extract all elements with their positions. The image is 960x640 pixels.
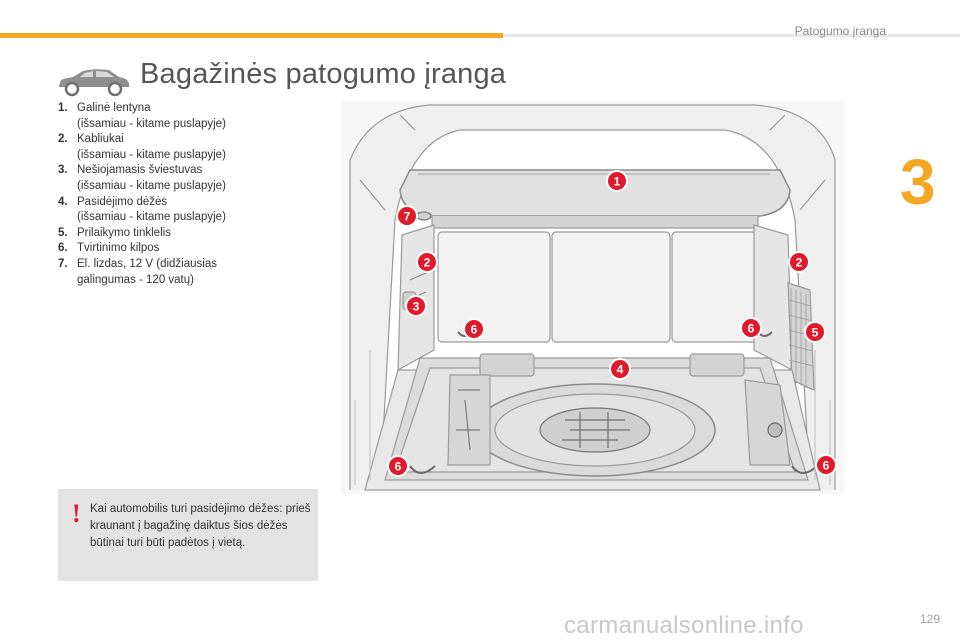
list-item: 2.Kabliukai (išsamiau - kitame puslapyje… (58, 132, 328, 163)
item-number: 4. (58, 195, 77, 226)
warning-text: Kai automobilis turi pasidėjimo dėžes: p… (90, 501, 312, 552)
car-icon (55, 66, 131, 98)
item-description: Nešiojamasis šviestuvas (išsamiau - kita… (77, 163, 226, 194)
callout-6: 6 (741, 318, 761, 338)
callout-label: 2 (796, 256, 803, 270)
header-accent-bar (0, 33, 503, 38)
page-title: Bagažinės patogumo įranga (140, 58, 506, 91)
page-number: 129 (920, 612, 940, 626)
list-item: 3.Nešiojamasis šviestuvas (išsamiau - ki… (58, 163, 328, 194)
item-description: Kabliukai (išsamiau - kitame puslapyje) (77, 132, 226, 163)
item-description: Pasidėjimo dėžės (išsamiau - kitame pusl… (77, 195, 226, 226)
callout-label: 1 (614, 175, 621, 189)
callout-label: 6 (823, 459, 830, 473)
warning-icon: ! (72, 499, 81, 529)
callout-7: 7 (397, 206, 417, 226)
item-description: Galinė lentyna (išsamiau - kitame puslap… (77, 101, 226, 132)
list-item: 6.Tvirtinimo kilpos (58, 241, 328, 257)
item-description: Tvirtinimo kilpos (77, 241, 159, 257)
callout-label: 4 (617, 363, 624, 377)
warning-note: ! Kai automobilis turi pasidėjimo dėžes:… (58, 489, 318, 581)
header-divider (503, 34, 960, 37)
watermark: carmanualsonline.info (564, 612, 804, 640)
item-number: 2. (58, 132, 77, 163)
callout-6: 6 (464, 319, 484, 339)
callout-4: 4 (610, 359, 630, 379)
item-number: 5. (58, 226, 77, 242)
chapter-number: 3 (900, 150, 936, 214)
callout-2: 2 (417, 252, 437, 272)
item-number: 3. (58, 163, 77, 194)
trunk-illustration: 1 2 2 3 4 5 6 6 6 6 7 (340, 100, 845, 495)
callout-label: 2 (424, 256, 431, 270)
item-description: Prilaikymo tinklelis (77, 226, 171, 242)
callout-label: 6 (395, 460, 402, 474)
item-number: 7. (58, 257, 77, 288)
list-item: 4.Pasidėjimo dėžės (išsamiau - kitame pu… (58, 195, 328, 226)
callout-label: 6 (748, 322, 755, 336)
item-number: 6. (58, 241, 77, 257)
callout-label: 7 (404, 210, 411, 224)
section-header: Patogumo įranga (795, 24, 886, 38)
list-item: 7.El. lizdas, 12 V (didžiausias galingum… (58, 257, 328, 288)
callout-label: 3 (413, 300, 420, 314)
item-description: El. lizdas, 12 V (didžiausias galingumas… (77, 257, 217, 288)
callout-label: 6 (471, 323, 478, 337)
callout-label: 5 (812, 326, 819, 340)
callout-5: 5 (805, 322, 825, 342)
item-number: 1. (58, 101, 77, 132)
list-item: 1.Galinė lentyna (išsamiau - kitame pusl… (58, 101, 328, 132)
callout-6: 6 (388, 456, 408, 476)
component-list: 1.Galinė lentyna (išsamiau - kitame pusl… (58, 101, 328, 288)
callout-2: 2 (789, 252, 809, 272)
callout-3: 3 (406, 296, 426, 316)
list-item: 5.Prilaikymo tinklelis (58, 226, 328, 242)
callout-1: 1 (607, 171, 627, 191)
callout-6: 6 (816, 455, 836, 475)
